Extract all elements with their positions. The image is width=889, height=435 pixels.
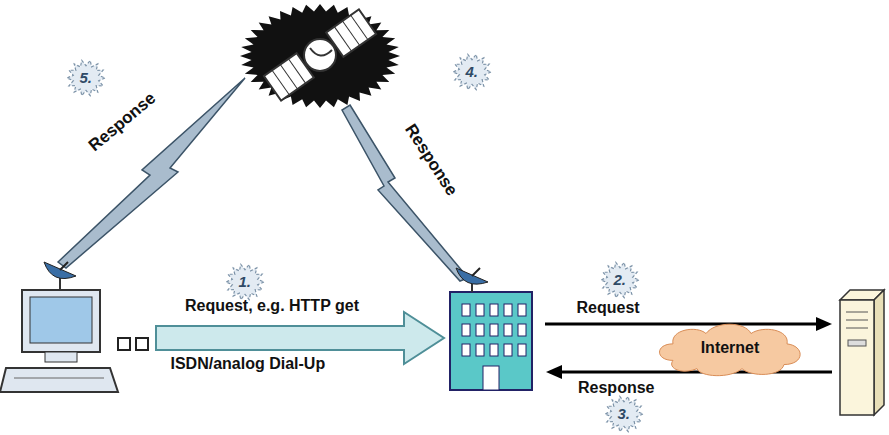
flow-label: Response: [85, 89, 159, 156]
downlink-beam: [58, 78, 245, 268]
flow-label: Response: [578, 379, 654, 397]
callout-number: 1.: [239, 274, 252, 291]
flow-label: Response: [400, 121, 460, 199]
isp-building: [450, 268, 532, 390]
request-arrow: [545, 323, 818, 326]
satellite: [264, 9, 376, 100]
callout-number: 5.: [80, 70, 93, 87]
satellite-halo: [240, 4, 400, 108]
uplink-beam: [342, 105, 468, 281]
callout-number: 4.: [466, 64, 479, 81]
callout-burst: [67, 60, 105, 95]
callout-burst: [453, 54, 491, 89]
callout-burst: [226, 264, 264, 299]
flow-label: Request, e.g. HTTP get: [185, 297, 359, 315]
response-arrow: [560, 371, 832, 374]
internet-cloud: Internet: [655, 317, 805, 379]
cloud-label: Internet: [655, 339, 805, 357]
arrowhead: [816, 317, 832, 331]
arrowhead: [546, 365, 562, 379]
flow-label: ISDN/analog Dial-Up: [171, 355, 326, 373]
modem-square: [118, 338, 130, 350]
modem-square: [136, 338, 148, 350]
web-server: [840, 290, 884, 415]
user-computer: [0, 262, 118, 392]
flow-label: Request: [577, 299, 640, 317]
callout-bursts: [67, 54, 643, 431]
callout-burst: [601, 262, 639, 297]
callout-burst: [605, 396, 643, 431]
callout-number: 2.: [614, 272, 627, 289]
callout-number: 3.: [618, 406, 631, 423]
